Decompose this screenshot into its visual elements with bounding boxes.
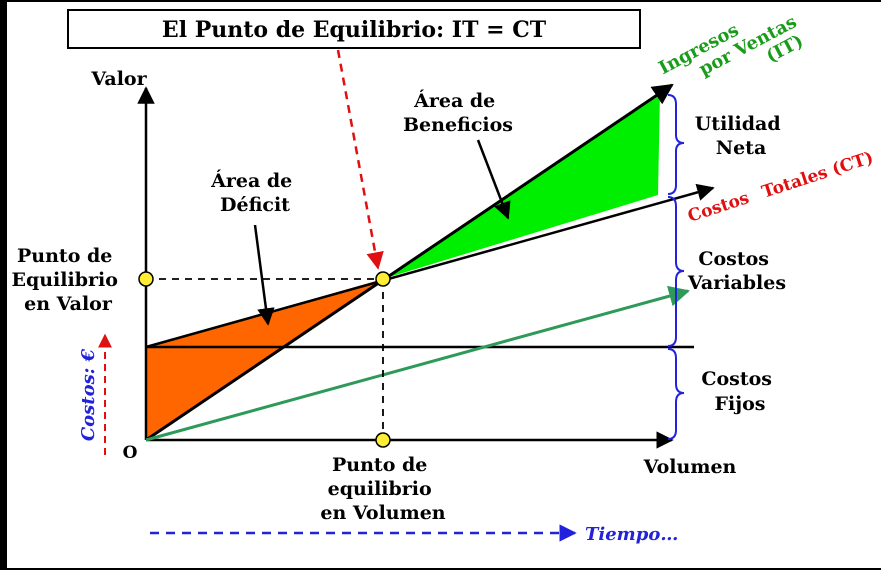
beneficios-pointer-arrow <box>476 139 511 220</box>
costos-variables-label: Costos Variables <box>687 248 786 294</box>
diagram-title: El Punto de Equilibrio: IT = CT <box>162 17 547 43</box>
x-axis-label: Volumen <box>643 456 737 478</box>
costos-axis-label: Costos: € <box>78 348 99 441</box>
costos-fijos-label: Costos Fijos <box>701 368 778 415</box>
origin-label: O <box>123 443 138 463</box>
costos-totales-line <box>145 183 715 349</box>
valor-axis-marker <box>138 271 154 287</box>
variables-brace <box>667 196 685 347</box>
title-pointer-arrow <box>336 49 384 270</box>
ingresos-line <box>145 83 674 442</box>
beneficios-label: Área de Beneficios <box>403 89 513 136</box>
breakeven-point-marker <box>375 271 391 287</box>
equilibrio-volumen-label: Punto de equilibrio en Volumen <box>320 454 445 524</box>
volumen-axis-marker <box>375 432 391 448</box>
tiempo-label: Tiempo… <box>585 524 678 545</box>
costos-variables-line <box>145 285 691 442</box>
title-box <box>67 9 641 49</box>
utilidad-brace <box>667 94 685 195</box>
utilidad-neta-label: Utilidad Neta <box>695 113 788 159</box>
deficit-label: Área de Déficit <box>210 169 299 216</box>
deficit-pointer-arrow <box>253 224 275 326</box>
fijos-brace <box>667 348 685 440</box>
y-axis-label: Valor <box>90 68 147 90</box>
equilibrio-valor-label: Punto de Equilibrio en Valor <box>11 245 124 315</box>
